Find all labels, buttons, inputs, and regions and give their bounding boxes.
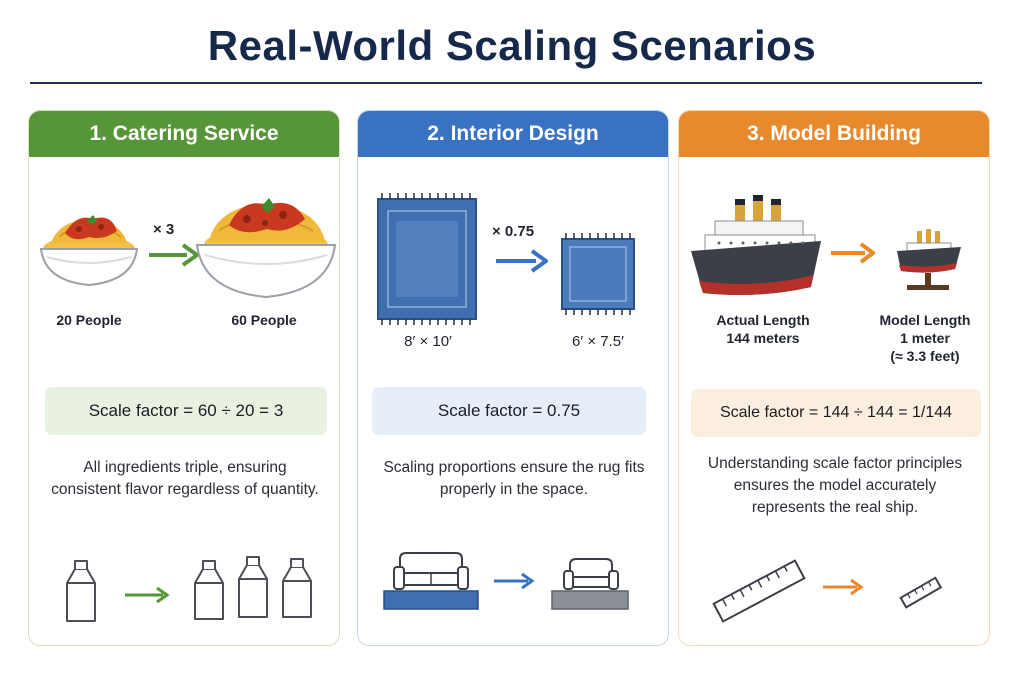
ship-icon (691, 195, 821, 295)
ruler-icon (712, 559, 806, 623)
model-length-label: Model Length 1 meter (≈ 3.3 feet) (863, 311, 987, 365)
milk-carton-icon (66, 560, 96, 622)
small-rug-icon (561, 233, 635, 315)
large-pasta-bowl-icon (195, 198, 337, 299)
milk-carton-icon (282, 558, 312, 618)
panel-heading: 2. Interior Design (358, 111, 668, 157)
panel-description: Scaling proportions ensure the rug fits … (383, 459, 645, 498)
right-arrow-icon (831, 242, 875, 264)
model-length-feet: (≈ 3.3 feet) (890, 348, 960, 364)
model-length-title: Model Length (879, 312, 971, 328)
panel-catering-service: 1. Catering Service (28, 110, 340, 646)
small-pasta-bowl-icon (39, 215, 139, 287)
title-divider (30, 82, 982, 84)
right-arrow-icon (149, 243, 199, 267)
right-arrow-icon (823, 578, 864, 596)
right-arrow-icon (494, 572, 535, 590)
model-ship-icon (897, 229, 961, 290)
model-length-value: 1 meter (900, 330, 950, 346)
panel-interior-design: 2. Interior Design (357, 110, 669, 646)
multiplier-label: × 3 (153, 221, 175, 238)
right-arrow-icon (125, 586, 170, 604)
large-rug-icon (377, 193, 477, 325)
before-label: 20 People (56, 312, 122, 328)
catering-illustration (39, 198, 337, 622)
panel-heading: 3. Model Building (679, 111, 989, 157)
before-label: 8′ × 10′ (404, 333, 452, 350)
scale-factor-formula: Scale factor = 0.75 (372, 387, 646, 435)
model-building-illustration (691, 195, 961, 623)
panel-description: Understanding scale factor principles en… (707, 455, 963, 516)
actual-length-label: Actual Length 144 meters (693, 311, 833, 347)
panel-model-building: 3. Model Building (678, 110, 990, 646)
actual-length-value: 144 meters (726, 330, 800, 346)
sofa-on-rug-icon (551, 558, 629, 610)
right-arrow-icon (496, 249, 548, 273)
page-title: Real-World Scaling Scenarios (207, 22, 817, 69)
multiplier-label: × 0.75 (492, 223, 535, 240)
actual-length-title: Actual Length (716, 312, 810, 328)
panel-heading: 1. Catering Service (29, 111, 339, 157)
scale-factor-formula: Scale factor = 60 ÷ 20 = 3 (45, 387, 327, 435)
sofa-on-rug-icon (383, 552, 479, 610)
after-label: 6′ × 7.5′ (572, 333, 624, 350)
interior-design-illustration (377, 193, 635, 610)
scale-factor-formula: Scale factor = 144 ÷ 144 = 1/144 (691, 389, 981, 437)
small-ruler-icon (899, 576, 943, 609)
panel-description: All ingredients triple, ensuring consist… (51, 459, 319, 498)
milk-carton-icon (194, 560, 224, 620)
milk-carton-icon (238, 556, 268, 618)
after-label: 60 People (231, 312, 297, 328)
